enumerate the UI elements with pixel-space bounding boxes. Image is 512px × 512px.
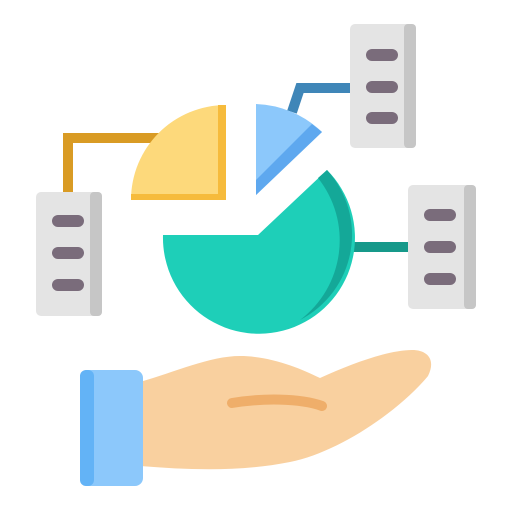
pie-slice-teal-shade [300,170,353,320]
pie-slice-yellow [131,105,226,200]
card-line [366,112,398,124]
card-line [52,215,84,227]
sleeve-cuff [80,370,143,486]
hand [140,350,432,470]
pie-slice-yellow-base [131,194,226,200]
connector-lines [63,83,410,252]
connector-line-left [63,133,165,192]
card-line [52,279,84,291]
pie-slice-blue-shade [256,124,322,195]
card-line [424,241,456,253]
connector-line-top-right [287,83,352,114]
info-card-right [408,185,476,309]
pie-slice-teal [162,170,355,334]
card-line [52,247,84,259]
card-line [424,209,456,221]
pie-slice-yellow-shade [218,105,226,200]
info-card-top-right [350,24,416,148]
hand-palm [140,350,432,470]
card-line [366,49,398,61]
pie-chart [131,104,355,334]
card-line [366,81,398,93]
card-line [424,273,456,285]
info-card-left [36,192,102,316]
hand-crease [227,394,327,411]
